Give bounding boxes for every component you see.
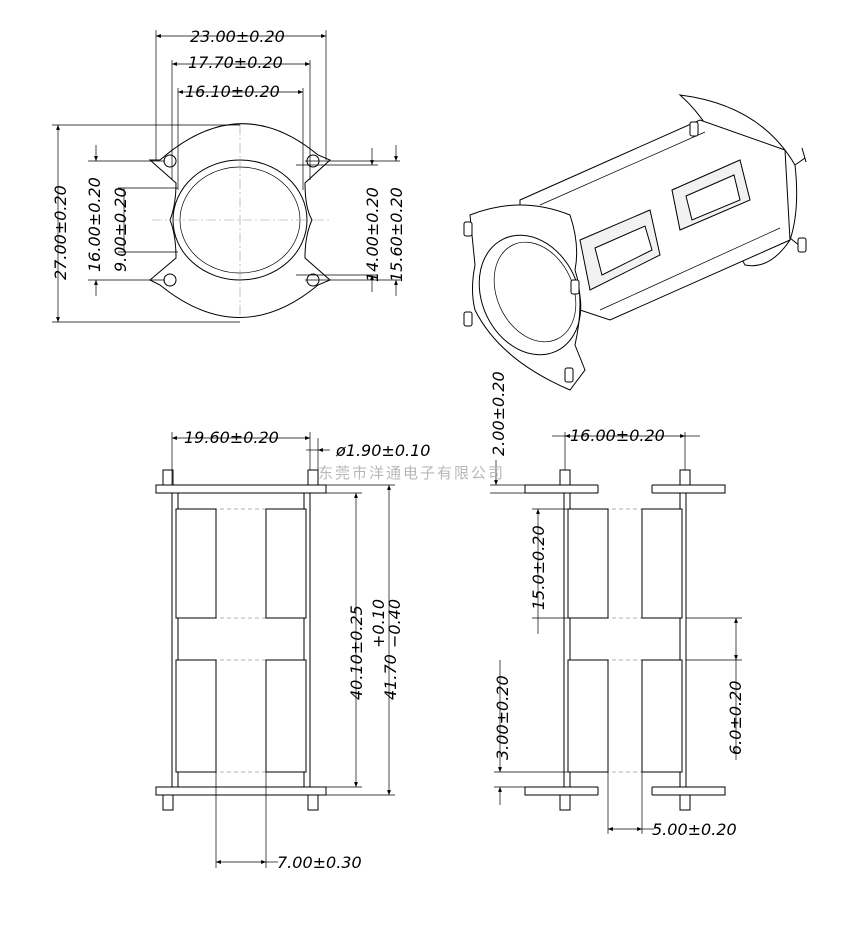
near-flange [469, 204, 586, 391]
pin-hole-icon [163, 154, 177, 168]
pin-icon [679, 794, 691, 811]
watermark: 东莞市洋通电子有限公司 [318, 464, 505, 482]
window [265, 659, 307, 773]
top-view: 23.00±0.20 17.70±0.20 16.10±0.20 27.00±0… [51, 27, 406, 323]
pin-icon [162, 469, 174, 486]
dim-height-9: 9.00±0.20 [111, 187, 130, 272]
window [265, 508, 307, 619]
pin-icon [162, 794, 174, 811]
pin-hole-icon [163, 273, 177, 287]
iso-pin-icon [463, 121, 807, 383]
dim-height-14: 14.00±0.20 [363, 187, 382, 282]
dim-flange-3: 3.00±0.20 [493, 675, 512, 760]
pin-icon [559, 469, 571, 486]
side-view: 16.00±0.20 2.00±0.20 15.0±0.20 6.0±0.20 … [489, 371, 745, 839]
dim-height-41-7: 41.70 [381, 654, 400, 700]
dim-gap-6: 6.0±0.20 [726, 681, 745, 755]
dim-width-16-1: 16.10±0.20 [185, 82, 280, 101]
window [567, 659, 609, 773]
dim-offset-5: 5.00±0.20 [652, 820, 737, 839]
dim-width-23: 23.00±0.20 [190, 27, 285, 46]
dim-pin-diameter: ø1.90±0.10 [335, 441, 430, 460]
window [641, 508, 683, 619]
dim-tol-plus: +0.10 [369, 599, 388, 648]
top-flange [155, 484, 327, 494]
dim-window-15: 15.0±0.20 [529, 525, 548, 610]
window [175, 659, 217, 773]
dim-height-40-1: 40.10±0.25 [347, 605, 366, 700]
front-view: 19.60±0.20 ø1.90±0.10 40.10±0.25 41.70 +… [155, 428, 430, 872]
pin-icon [307, 794, 319, 811]
dim-height-15-6: 15.60±0.20 [387, 187, 406, 282]
pin-icon [679, 469, 691, 486]
bottom-flange [155, 786, 327, 796]
pin-icon [307, 469, 319, 486]
window [641, 659, 683, 773]
dim-width-19-6: 19.60±0.20 [184, 428, 279, 447]
dim-width-17-7: 17.70±0.20 [188, 53, 283, 72]
dim-tol-minus: −0.40 [385, 599, 404, 648]
top-view-outline [148, 123, 331, 318]
dim-height-27: 27.00±0.20 [51, 185, 70, 280]
isometric-view [463, 94, 807, 391]
dim-height-16: 16.00±0.20 [85, 177, 104, 272]
pin-icon [559, 794, 571, 811]
dim-width-16: 16.00±0.20 [570, 426, 665, 445]
dim-window-7: 7.00±0.30 [277, 853, 362, 872]
window [567, 508, 609, 619]
dim-flange-2: 2.00±0.20 [489, 371, 508, 456]
window [175, 508, 217, 619]
